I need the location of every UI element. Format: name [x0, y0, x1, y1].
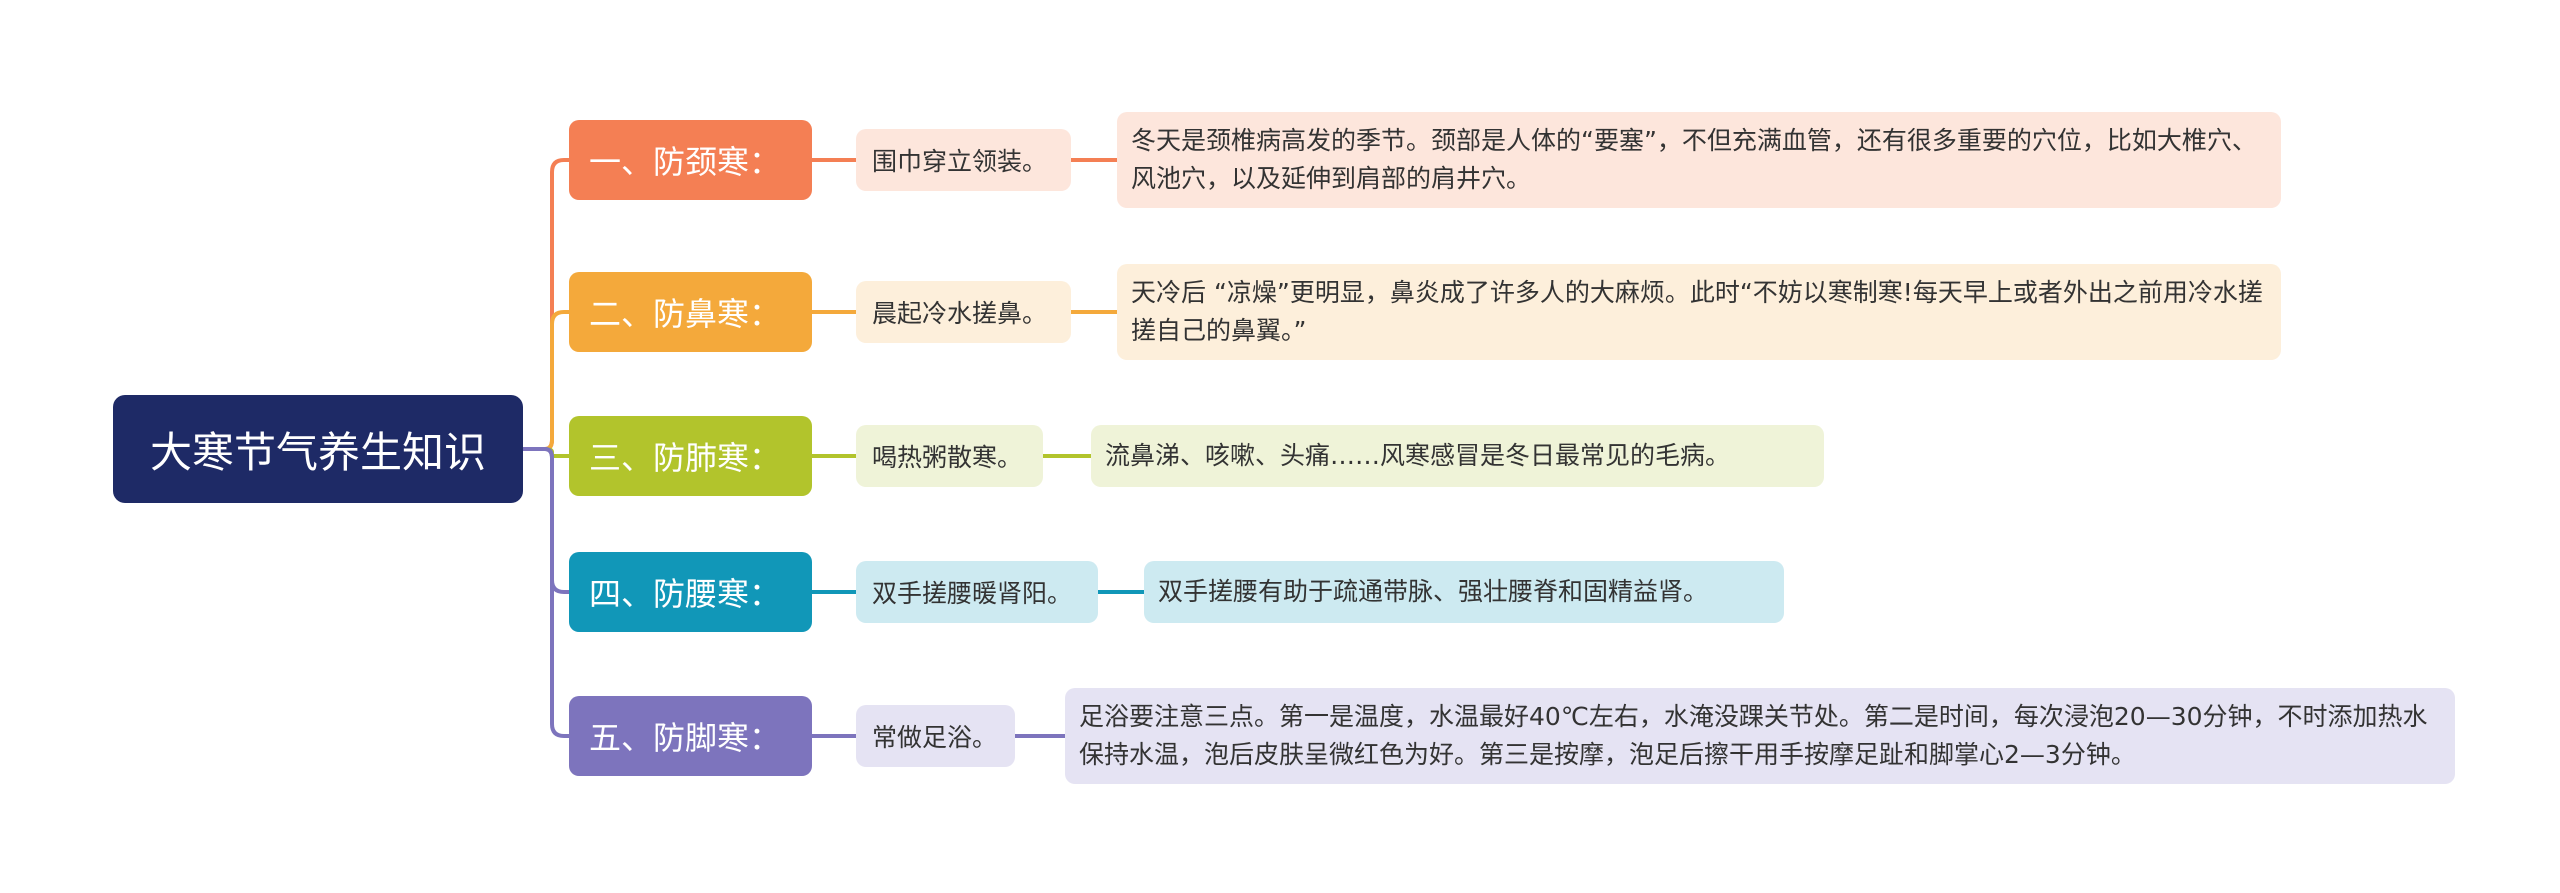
branch-4-tip[interactable]: 双手搓腰暖肾阳。 — [856, 561, 1098, 623]
connector-root-5 — [523, 447, 569, 738]
connector-root-4 — [523, 447, 569, 594]
connector-root-1 — [523, 158, 569, 451]
branch-5-tip[interactable]: 常做足浴。 — [856, 705, 1015, 767]
branch-3-detail[interactable]: 流鼻涕、咳嗽、头痛……风寒感冒是冬日最常见的毛病。 — [1091, 425, 1824, 487]
branch-3-tip[interactable]: 喝热粥散寒。 — [856, 425, 1043, 487]
branch-5-detail[interactable]: 足浴要注意三点。第一是温度，水温最好40℃左右，水淹没踝关节处。第二是时间，每次… — [1065, 688, 2455, 784]
branch-2-tip[interactable]: 晨起冷水搓鼻。 — [856, 281, 1071, 343]
branch-1-topic[interactable]: 一、防颈寒： — [569, 120, 812, 200]
branch-2-topic[interactable]: 二、防鼻寒： — [569, 272, 812, 352]
branch-4-detail[interactable]: 双手搓腰有助于疏通带脉、强壮腰脊和固精益肾。 — [1144, 561, 1784, 623]
root-topic[interactable]: 大寒节气养生知识 — [113, 395, 523, 503]
branch-4-topic[interactable]: 四、防腰寒： — [569, 552, 812, 632]
branch-2-detail[interactable]: 天冷后 “凉燥”更明显，鼻炎成了许多人的大麻烦。此时“不妨以寒制寒!每天早上或者… — [1117, 264, 2281, 360]
branch-1-tip[interactable]: 围巾穿立领装。 — [856, 129, 1071, 191]
branch-5-topic[interactable]: 五、防脚寒： — [569, 696, 812, 776]
branch-3-topic[interactable]: 三、防肺寒： — [569, 416, 812, 496]
branch-1-detail[interactable]: 冬天是颈椎病高发的季节。颈部是人体的“要塞”，不但充满血管，还有很多重要的穴位，… — [1117, 112, 2281, 208]
connector-root-2 — [523, 310, 569, 451]
